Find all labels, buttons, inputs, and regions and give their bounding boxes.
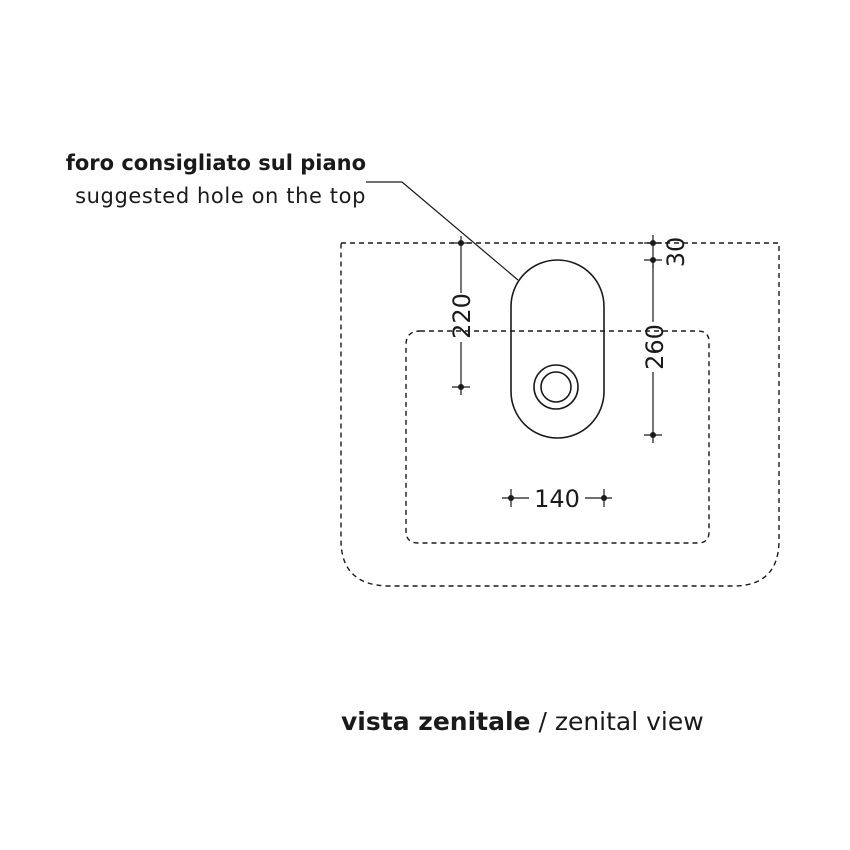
- callout-leader-line: [366, 181, 519, 281]
- outer-basin-outline: [340, 242, 780, 587]
- dimension-260: 260: [641, 260, 669, 443]
- inner-bowl-outline: [405, 330, 710, 544]
- dimension-220: 220: [448, 236, 476, 395]
- view-caption-separator: /: [531, 707, 555, 736]
- view-caption: vista zenitale / zenital view: [341, 707, 704, 736]
- drain-inner-ring: [540, 371, 572, 403]
- callout-title-it: foro consigliato sul piano: [66, 151, 366, 175]
- suggested-hole: [510, 259, 605, 439]
- dimension-30: 30: [644, 235, 690, 268]
- dimension-260-label: 260: [641, 324, 669, 370]
- view-caption-it: vista zenitale: [341, 707, 531, 736]
- view-caption-en: zenital view: [555, 707, 704, 736]
- drain-outer-ring: [533, 364, 579, 410]
- dimension-30-label: 30: [662, 237, 690, 268]
- callout-title-en: suggested hole on the top: [75, 184, 366, 208]
- dimension-140: 140: [502, 485, 612, 513]
- dimension-140-label: 140: [534, 485, 580, 513]
- dimension-220-label: 220: [448, 293, 476, 339]
